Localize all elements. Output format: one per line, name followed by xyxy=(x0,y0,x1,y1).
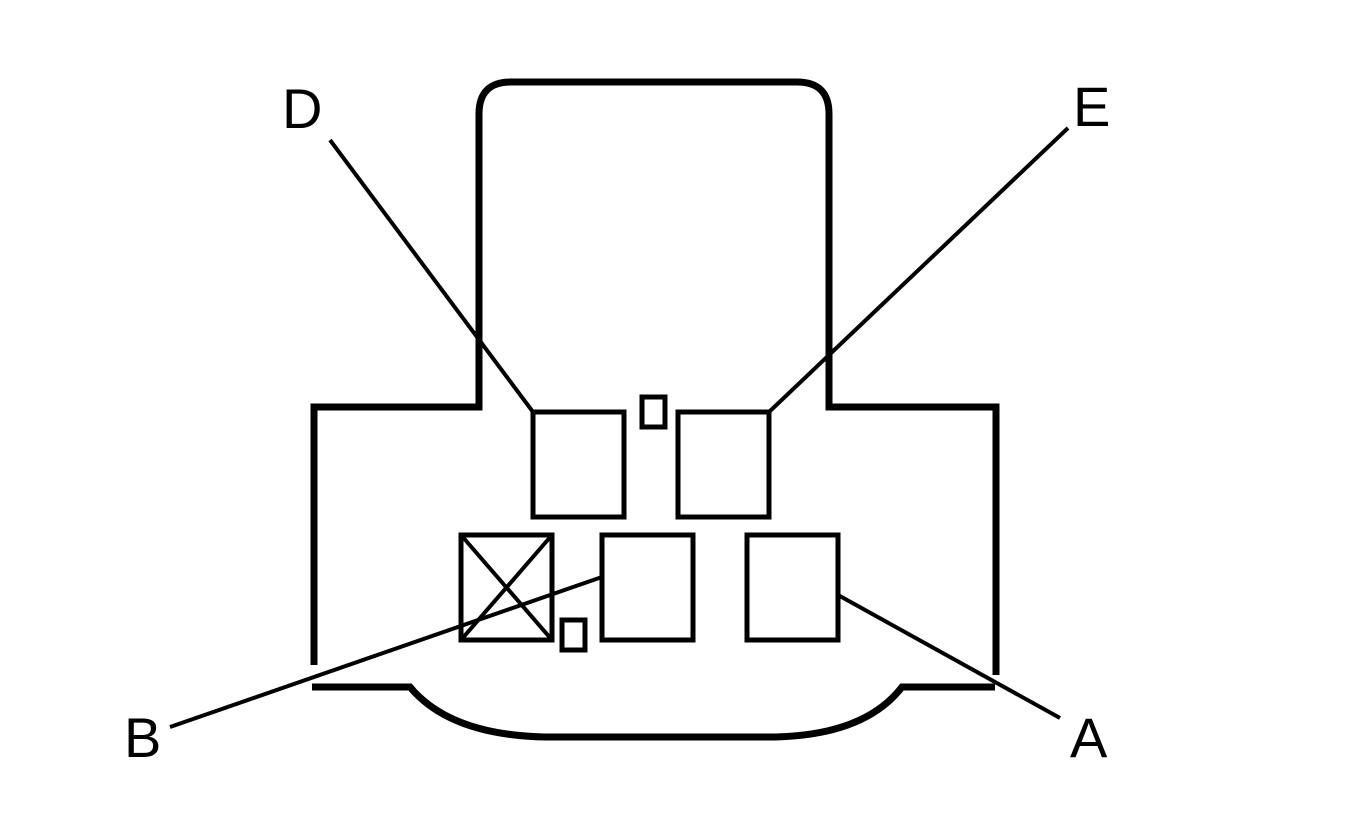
leader-line-b xyxy=(169,575,603,729)
leader-line-d xyxy=(328,138,535,414)
label-b: B xyxy=(124,706,161,769)
leader-line-a xyxy=(837,593,1061,720)
leader-line-e xyxy=(767,126,1070,414)
cavity-a xyxy=(744,532,841,643)
cavity-e xyxy=(675,409,772,520)
label-d: D xyxy=(282,77,322,140)
cavity-d xyxy=(530,409,627,520)
key-slot-top xyxy=(639,394,668,430)
connector-bottom-edge xyxy=(312,683,995,741)
label-a: A xyxy=(1070,706,1108,769)
cavity-blocked xyxy=(458,532,555,643)
key-slot-bottom xyxy=(559,617,588,653)
label-e: E xyxy=(1073,75,1110,138)
cavity-b xyxy=(599,532,696,643)
connector-housing-outline xyxy=(310,78,1000,675)
